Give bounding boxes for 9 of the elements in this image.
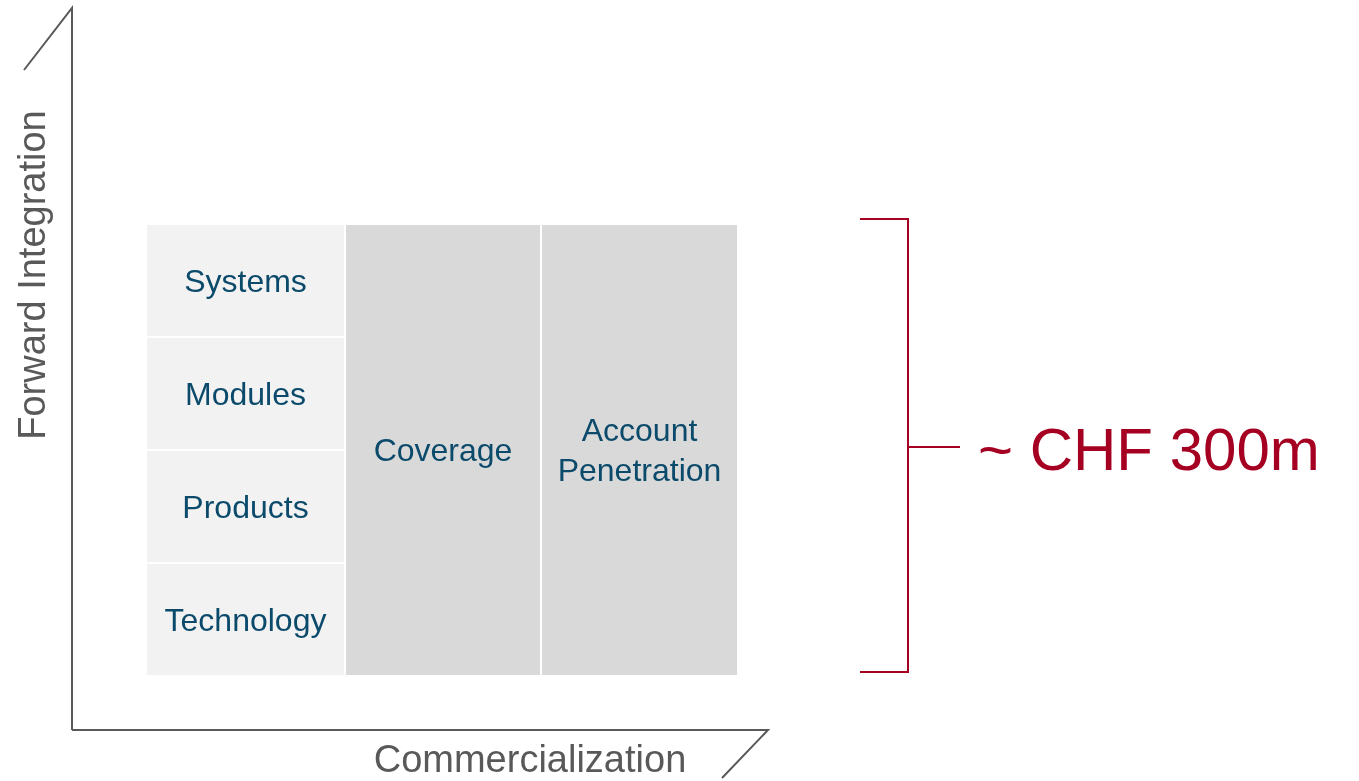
grid-cell: Modules bbox=[147, 338, 344, 449]
grid-cell: Account Penetration bbox=[542, 225, 737, 675]
grid-cell: Coverage bbox=[346, 225, 540, 675]
total-value: ~ CHF 300m bbox=[978, 420, 1320, 480]
axis-label: Forward Integration bbox=[13, 110, 51, 440]
grid-cell: Technology bbox=[147, 564, 344, 675]
axis-label: Commercialization bbox=[373, 740, 687, 778]
grid-cell: Systems bbox=[147, 225, 344, 336]
grid-cell: Products bbox=[147, 451, 344, 562]
